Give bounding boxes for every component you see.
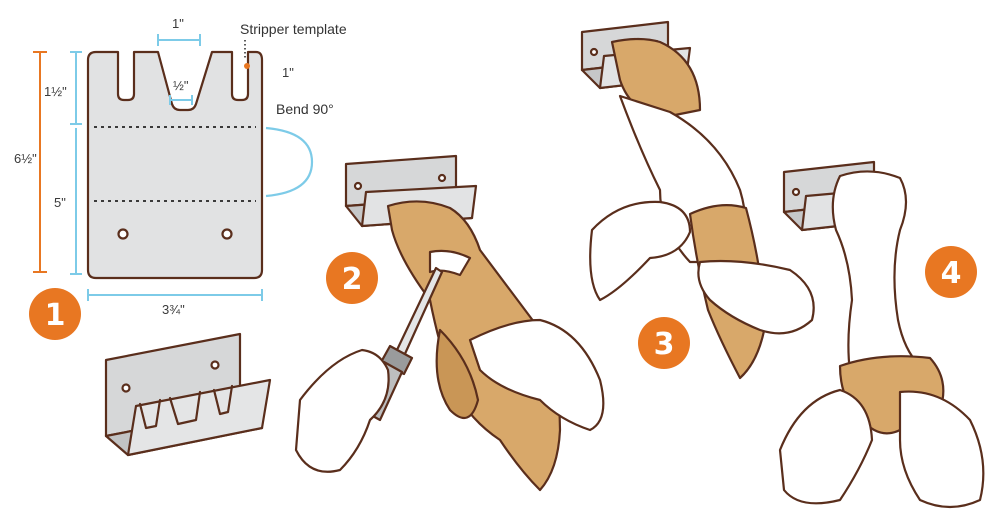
dim-width-label: 3¾" (162, 302, 185, 317)
template-marker-dot (244, 63, 250, 69)
mount-hole-left (117, 228, 129, 240)
right-hand-3 (697, 259, 815, 335)
template-plate (86, 50, 264, 280)
dimension-total-height: 6½" (14, 51, 47, 273)
svg-text:2: 2 (342, 262, 363, 297)
dim-tab-height-label: 1" (282, 65, 294, 80)
dimension-slot-gap: ½" (169, 78, 193, 105)
step-badge-2: 2 (326, 252, 378, 304)
stripper-template-label: Stripper template (240, 21, 347, 37)
left-hand-4 (778, 388, 874, 505)
step-4-illustration (778, 160, 985, 509)
dim-slot-width-label: 1" (172, 16, 184, 31)
dimension-slot-width: 1" (157, 16, 201, 46)
mount-hole-right (221, 228, 233, 240)
dimension-body-section: 5" (54, 128, 82, 275)
right-hand-4 (898, 390, 985, 509)
bend-arc (265, 126, 314, 198)
step-badge-3: 3 (638, 317, 690, 369)
step-3-illustration (580, 20, 815, 380)
dim-top-label: 1½" (44, 84, 67, 99)
svg-text:1: 1 (45, 298, 66, 333)
svg-text:4: 4 (941, 256, 962, 291)
right-hand (468, 318, 605, 432)
skinned-carcass-4 (831, 170, 922, 374)
step-2-illustration (294, 154, 605, 492)
dim-total-label: 6½" (14, 151, 37, 166)
step-badge-4: 4 (925, 246, 977, 298)
dim-body-label: 5" (54, 195, 66, 210)
left-hand-3 (589, 200, 692, 302)
dim-slot-gap-label: ½" (173, 78, 189, 93)
left-hand (294, 348, 390, 473)
step-badge-1: 1 (29, 288, 81, 340)
bend-label: Bend 90° (276, 101, 334, 117)
template-panel: 6½" 1½" 5" 1" (14, 16, 347, 317)
bent-bracket-illustration (104, 332, 272, 457)
svg-text:3: 3 (654, 327, 675, 362)
dimension-top-section: 1½" (44, 51, 82, 125)
dimension-width: 3¾" (87, 289, 263, 317)
